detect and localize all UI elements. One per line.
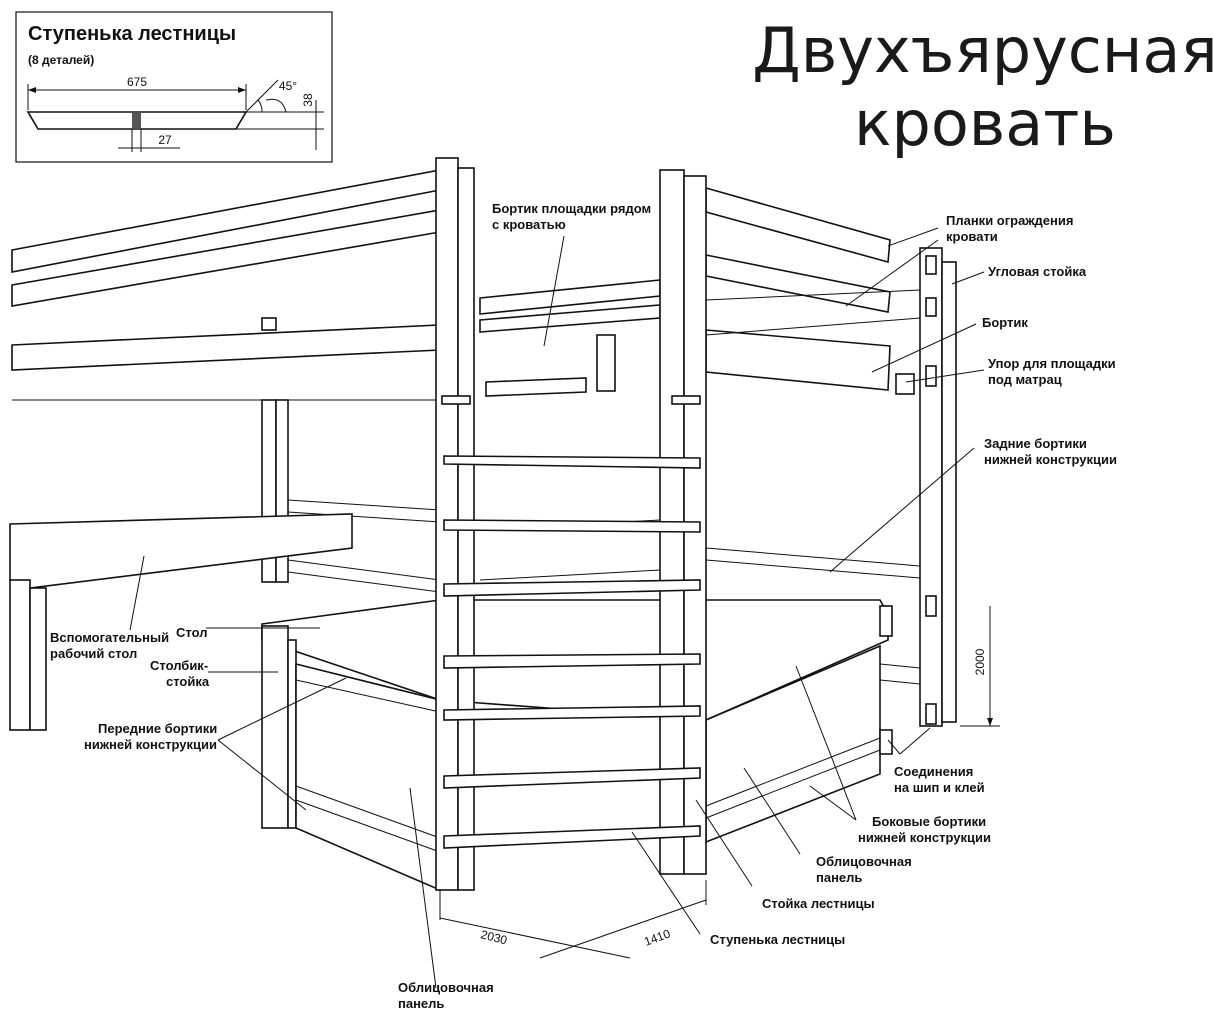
callout-labels: Бортик площадки рядом с кроватью Планки … — [50, 201, 1117, 1011]
label-aux-desk-2: рабочий стол — [50, 646, 137, 661]
label-facing-panel-bottom-2: панель — [398, 996, 444, 1011]
inset-subtitle: (8 деталей) — [28, 53, 94, 67]
label-post-2: стойка — [166, 674, 210, 689]
step-inset: Ступенька лестницы (8 деталей) 675 45° 3… — [15, 11, 333, 163]
label-rear-boards-2: нижней конструкции — [984, 452, 1117, 467]
inset-dim-width: 27 — [158, 133, 172, 147]
title-line-1: Двухъярусная — [752, 14, 1214, 87]
bed-drawing — [9, 157, 957, 892]
dim-height: 2000 — [973, 648, 987, 675]
label-guard-rails-1: Планки ограждения — [946, 213, 1073, 228]
label-guard-rails-2: кровати — [946, 229, 998, 244]
inset-title: Ступенька лестницы — [28, 23, 236, 45]
label-post-1: Столбик- — [150, 658, 208, 673]
label-corner-post: Угловая стойка — [988, 264, 1087, 279]
label-platform-side-2: с кроватью — [492, 217, 566, 232]
label-table: Стол — [176, 625, 207, 640]
label-rear-boards-1: Задние бортики — [984, 436, 1087, 451]
label-front-boards-1: Передние бортики — [98, 721, 217, 736]
title-line-2: кровать — [854, 87, 1116, 160]
label-side-lower-boards-2: нижней конструкции — [858, 830, 991, 845]
inset-dim-angle: 45° — [279, 79, 297, 93]
label-joints-1: Соединения — [894, 764, 973, 779]
inset-dim-height: 38 — [301, 93, 315, 107]
dim-length: 2030 — [479, 927, 509, 947]
label-ladder-post: Стойка лестницы — [762, 896, 875, 911]
label-platform-side-1: Бортик площадки рядом — [492, 201, 651, 216]
label-mattress-stop-1: Упор для площадки — [988, 356, 1116, 371]
label-joints-2: на шип и клей — [894, 780, 985, 795]
label-facing-panel-bottom-1: Облицовочная — [398, 980, 494, 995]
label-mattress-stop-2: под матрац — [988, 372, 1062, 387]
label-side-board: Бортик — [982, 315, 1028, 330]
label-front-boards-2: нижней конструкции — [84, 737, 217, 752]
inset-dim-length: 675 — [127, 75, 147, 89]
label-facing-panel-right-1: Облицовочная — [816, 854, 912, 869]
label-ladder-step: Ступенька лестницы — [710, 932, 845, 947]
dim-width: 1410 — [642, 926, 672, 948]
leader-lines — [129, 227, 985, 989]
label-aux-desk-1: Вспомогательный — [50, 630, 169, 645]
label-facing-panel-right-2: панель — [816, 870, 862, 885]
label-side-lower-boards-1: Боковые бортики — [872, 814, 986, 829]
